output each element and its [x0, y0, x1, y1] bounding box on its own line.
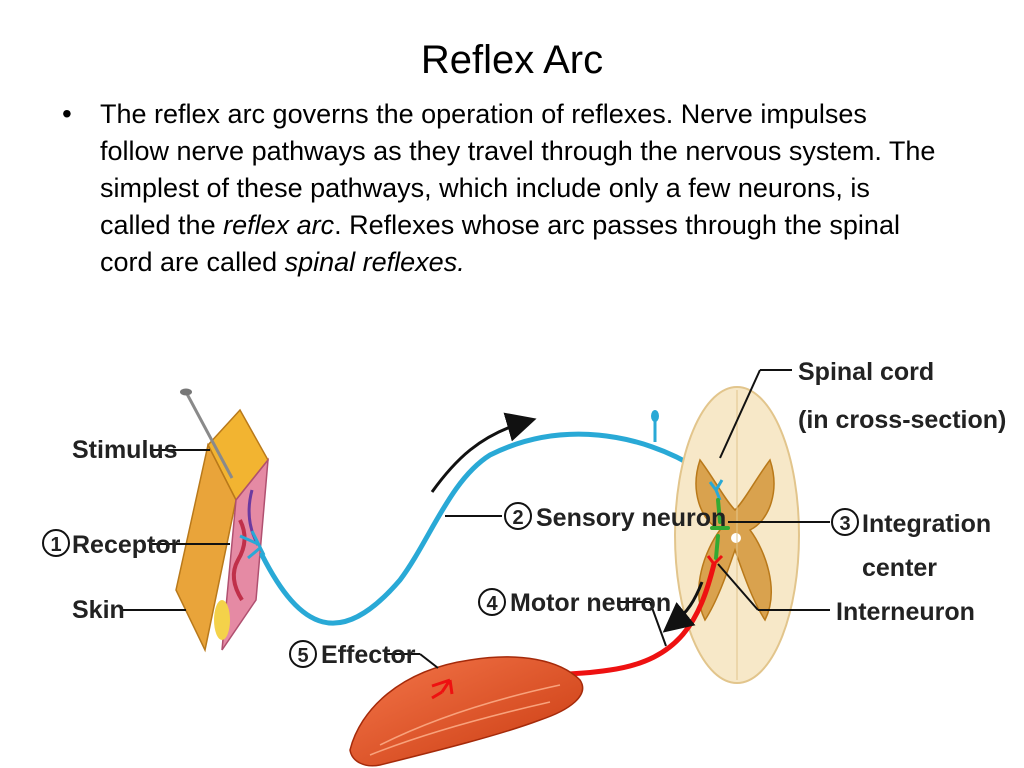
- integration-number: 3: [839, 513, 850, 535]
- sensory-terminal: [708, 479, 724, 501]
- effector-number-circle: [289, 640, 317, 668]
- integration-number-circle: [831, 508, 859, 536]
- label-spinal-cord: Spinal cord: [798, 358, 934, 386]
- label-interneuron: Interneuron: [836, 598, 975, 626]
- reflex-arc-diagram: Stimulus 1 Receptor Skin 2 Sensory neuro…: [42, 358, 1006, 767]
- motor-direction-arrow: [662, 581, 704, 633]
- label-integration-center: center: [862, 554, 937, 582]
- receptor-number-circle: [42, 529, 70, 557]
- stimulus-pin: [180, 388, 234, 479]
- motor-number: 4: [486, 593, 498, 615]
- sensory-number-circle: [504, 502, 532, 530]
- effector-muscle: [349, 656, 584, 767]
- interneuron-path: [710, 498, 730, 560]
- fat-cell: [214, 600, 230, 640]
- motor-cell-body: [706, 554, 724, 566]
- spinal-cord-cross-section: [674, 386, 800, 684]
- label-skin: Skin: [72, 596, 125, 624]
- motor-number-circle: [478, 588, 506, 616]
- term-spinal-reflexes: spinal reflexes.: [284, 247, 465, 277]
- effector-number: 5: [297, 645, 308, 667]
- label-motor-neuron: Motor neuron: [510, 589, 671, 617]
- label-sensory-neuron: Sensory neuron: [536, 504, 726, 532]
- bullet-text: The reflex arc governs the operation of …: [100, 96, 942, 281]
- receptor-endings: [239, 530, 266, 560]
- bullet-text-part1: The reflex arc governs the operation of …: [100, 99, 936, 240]
- bullet-text-part2: . Reflexes whose arc passes through the …: [100, 210, 900, 277]
- skin-cut-face: [221, 457, 269, 651]
- skin-block: [175, 408, 269, 653]
- bullet-list: • The reflex arc governs the operation o…: [62, 96, 942, 281]
- slide-title: Reflex Arc: [420, 38, 604, 82]
- blood-vessel: [231, 519, 247, 602]
- label-receptor: Receptor: [72, 531, 181, 559]
- term-reflex-arc: reflex arc: [223, 210, 335, 240]
- label-stimulus: Stimulus: [72, 436, 178, 464]
- sensory-direction-arrow: [430, 412, 537, 493]
- sensory-number: 2: [512, 507, 523, 529]
- label-effector: Effector: [321, 641, 416, 669]
- label-spinal-cord-section: (in cross-section): [798, 406, 1006, 434]
- label-integration: Integration: [862, 510, 991, 538]
- receptor-number: 1: [50, 534, 61, 556]
- sensory-cell-body: [651, 410, 659, 422]
- leader-lines: [120, 369, 830, 669]
- bullet-dot: •: [62, 98, 72, 129]
